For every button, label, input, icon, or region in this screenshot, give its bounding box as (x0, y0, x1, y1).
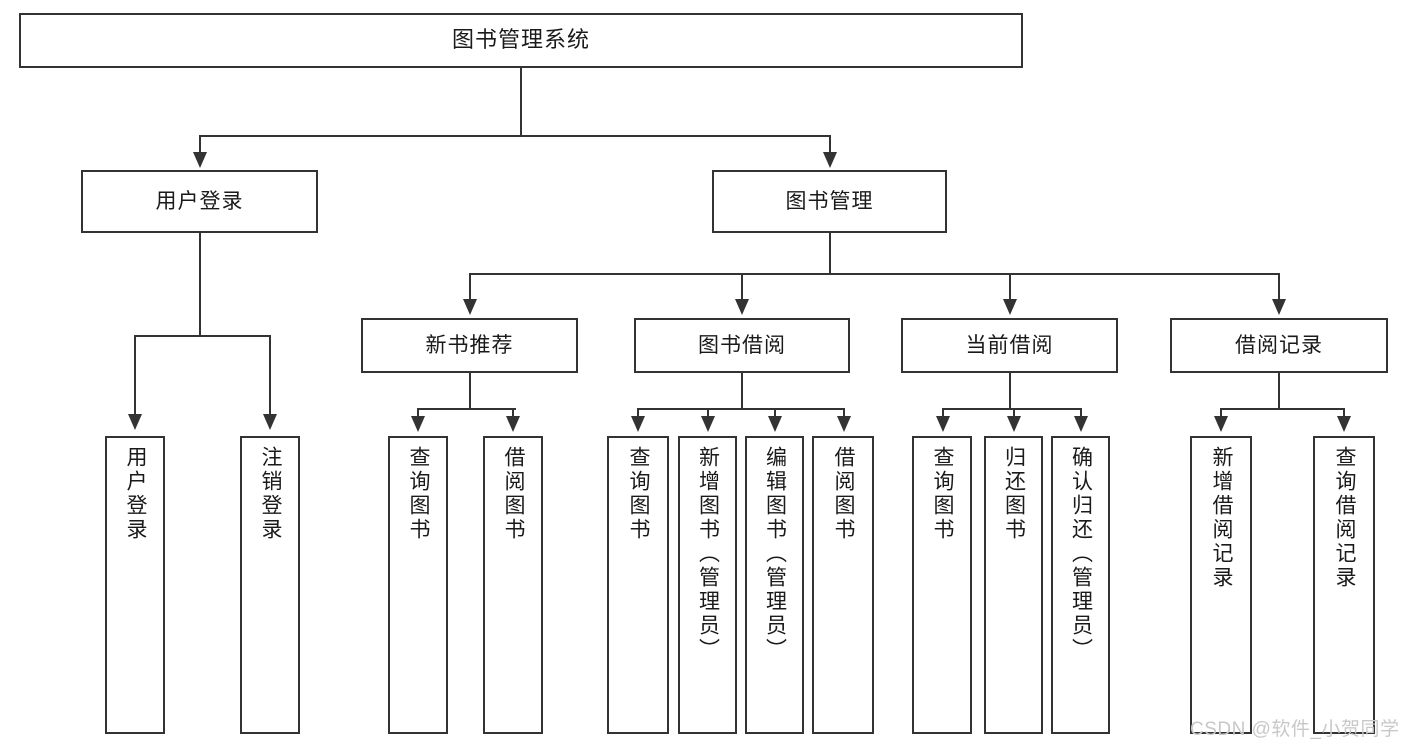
node-leaf-borrow-book-rec[interactable]: 借阅图书 (483, 436, 543, 734)
node-current-borrow[interactable]: 当前借阅 (901, 318, 1118, 373)
node-new-book-rec-label: 新书推荐 (425, 333, 514, 357)
connector-bb-drop-1 (637, 408, 639, 418)
node-leaf-user-login[interactable]: 用户登录 (105, 436, 165, 734)
arrowhead-leaf-confirm-return (1074, 416, 1088, 432)
connector-nbr-drop-2 (512, 408, 514, 418)
connector-to-current-borrow (1009, 273, 1011, 301)
arrowhead-leaf-query-record (1337, 416, 1351, 432)
node-new-book-rec[interactable]: 新书推荐 (361, 318, 578, 373)
node-leaf-query-record[interactable]: 查询借阅记录 (1313, 436, 1375, 734)
node-leaf-add-book[interactable]: 新增图书（管理员） (678, 436, 737, 734)
connector-book-borrow-stem (741, 373, 743, 408)
arrowhead-current-borrow (1003, 299, 1017, 315)
connector-book-manage-stem (829, 233, 831, 273)
connector-bb-drop-3 (774, 408, 776, 418)
node-leaf-return-book-label: 归还图书 (1002, 446, 1026, 542)
arrowhead-root-to-book-manage (823, 152, 837, 168)
connector-root-stem (520, 68, 522, 135)
node-leaf-query-book-cur-label: 查询图书 (931, 446, 955, 542)
arrowhead-borrow-record (1272, 299, 1286, 315)
arrowhead-book-borrow (735, 299, 749, 315)
node-leaf-add-record[interactable]: 新增借阅记录 (1190, 436, 1252, 734)
arrowhead-leaf-logout (263, 414, 277, 430)
arrowhead-leaf-query-book (631, 416, 645, 432)
connector-borrow-record-stem (1278, 373, 1280, 408)
connector-cb-drop-3 (1080, 408, 1082, 418)
connector-nbr-drop-1 (417, 408, 419, 418)
connector-book-manage-bar (469, 273, 1280, 275)
connector-br-drop-2 (1343, 408, 1345, 418)
connector-borrow-record-bar (1220, 408, 1344, 410)
arrowhead-root-to-user-login (193, 152, 207, 168)
arrowhead-leaf-edit-book (768, 416, 782, 432)
connector-new-book-rec-bar (417, 408, 516, 410)
node-book-borrow[interactable]: 图书借阅 (634, 318, 850, 373)
node-leaf-query-book-rec-label: 查询图书 (407, 446, 431, 542)
node-current-borrow-label: 当前借阅 (965, 333, 1054, 357)
node-leaf-borrow-book-label: 借阅图书 (832, 446, 856, 542)
arrowhead-leaf-query-book-cur (936, 416, 950, 432)
node-leaf-query-book-cur[interactable]: 查询图书 (912, 436, 972, 734)
connector-user-login-drop-2 (269, 335, 271, 417)
node-leaf-user-login-label: 用户登录 (124, 446, 148, 542)
node-root[interactable]: 图书管理系统 (19, 13, 1023, 68)
connector-to-borrow-record (1278, 273, 1280, 301)
node-book-manage-label: 图书管理 (785, 189, 874, 213)
node-leaf-edit-book[interactable]: 编辑图书（管理员） (745, 436, 804, 734)
connector-current-borrow-stem (1009, 373, 1011, 408)
node-user-login[interactable]: 用户登录 (81, 170, 318, 233)
node-leaf-confirm-return[interactable]: 确认归还（管理员） (1051, 436, 1110, 734)
node-leaf-borrow-book-rec-label: 借阅图书 (502, 446, 526, 542)
node-leaf-logout[interactable]: 注销登录 (240, 436, 300, 734)
arrowhead-leaf-add-record (1214, 416, 1228, 432)
connector-bb-drop-2 (707, 408, 709, 418)
arrowhead-leaf-query-book-rec (411, 416, 425, 432)
connector-user-login-bar (134, 335, 271, 337)
node-leaf-confirm-return-label: 确认归还（管理员） (1069, 446, 1093, 662)
connector-cb-drop-2 (1013, 408, 1015, 418)
arrowhead-leaf-borrow-book-rec (506, 416, 520, 432)
connector-cb-drop-1 (942, 408, 944, 418)
arrowhead-new-book-rec (463, 299, 477, 315)
node-user-login-label: 用户登录 (155, 189, 244, 213)
node-borrow-record[interactable]: 借阅记录 (1170, 318, 1388, 373)
connector-root-to-user-login (199, 135, 201, 155)
connector-root-bar (199, 135, 831, 137)
connector-new-book-rec-stem (469, 373, 471, 408)
node-leaf-add-record-label: 新增借阅记录 (1210, 446, 1234, 590)
arrowhead-leaf-borrow-book (837, 416, 851, 432)
node-leaf-query-book[interactable]: 查询图书 (607, 436, 669, 734)
arrowhead-leaf-add-book (701, 416, 715, 432)
node-leaf-add-book-label: 新增图书（管理员） (696, 446, 720, 662)
node-leaf-logout-label: 注销登录 (259, 446, 283, 542)
connector-root-to-book-manage (829, 135, 831, 155)
connector-br-drop-1 (1220, 408, 1222, 418)
node-leaf-query-record-label: 查询借阅记录 (1333, 446, 1357, 590)
connector-book-borrow-bar (637, 408, 844, 410)
connector-user-login-drop-1 (134, 335, 136, 417)
node-leaf-query-book-rec[interactable]: 查询图书 (388, 436, 448, 734)
node-leaf-edit-book-label: 编辑图书（管理员） (763, 446, 787, 662)
connector-to-book-borrow (741, 273, 743, 301)
connector-bb-drop-4 (843, 408, 845, 418)
node-book-borrow-label: 图书借阅 (698, 333, 786, 357)
node-leaf-return-book[interactable]: 归还图书 (984, 436, 1043, 734)
connector-current-borrow-bar (942, 408, 1082, 410)
node-leaf-borrow-book[interactable]: 借阅图书 (812, 436, 874, 734)
connector-user-login-stem (199, 233, 201, 335)
connector-to-new-book-rec (469, 273, 471, 301)
arrowhead-leaf-return-book (1007, 416, 1021, 432)
node-book-manage[interactable]: 图书管理 (712, 170, 947, 233)
arrowhead-leaf-user-login (128, 414, 142, 430)
node-leaf-query-book-label: 查询图书 (627, 446, 651, 542)
node-borrow-record-label: 借阅记录 (1235, 333, 1323, 357)
node-root-label: 图书管理系统 (451, 27, 590, 53)
